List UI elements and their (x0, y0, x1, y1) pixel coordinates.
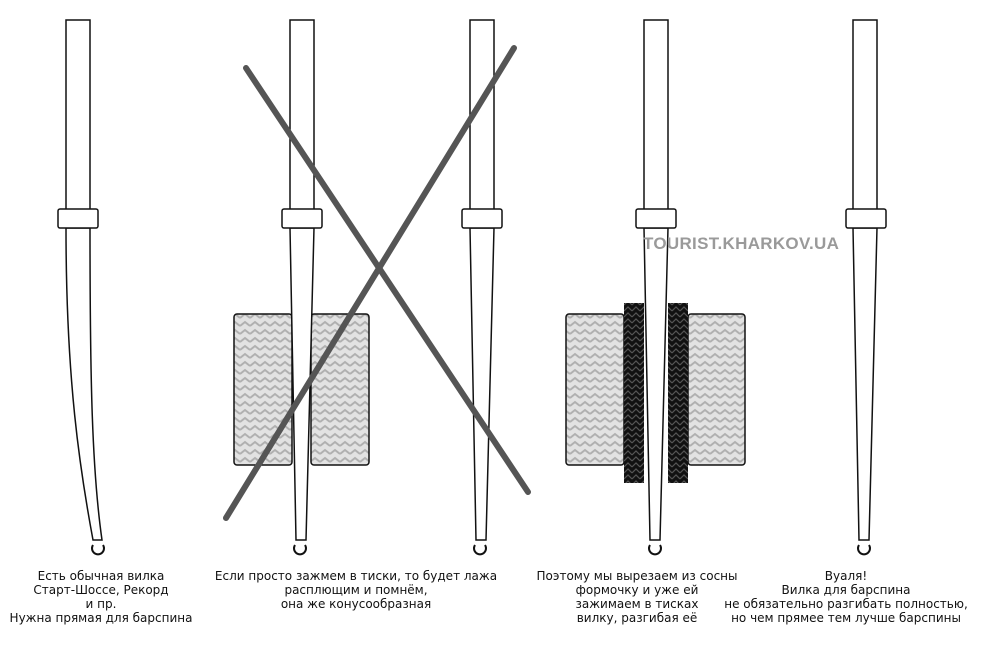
caption-original-fork: Есть обычная вилка Старт-Шоссе, Рекорд и… (10, 569, 193, 625)
pine-pad-right (668, 303, 688, 483)
caption-line: расплющим и помнём, (284, 583, 428, 597)
fork-original (57, 19, 105, 556)
caption-line: она же конусообразная (280, 597, 432, 611)
caption-result: Вуаля! Вилка для барспина не обязательно… (724, 569, 968, 625)
caption-line: Старт-Шоссе, Рекорд (33, 583, 169, 597)
fork-in-vise (281, 19, 323, 556)
caption-line: Нужна прямая для барспина (9, 611, 193, 625)
caption-wrong-way: Если просто зажмем в тиски, то будет лаж… (215, 569, 497, 611)
fork-being-straightened (635, 19, 677, 556)
vise-jaws-with-pads (565, 303, 746, 483)
pine-pad-left (624, 303, 644, 483)
caption-line: не обязательно разгибать полностью, (724, 597, 968, 611)
caption-line: Есть обычная вилка (37, 569, 165, 583)
fork-flattened (461, 19, 503, 556)
caption-line: Вуаля! (824, 569, 868, 583)
caption-line: и пр. (85, 597, 117, 611)
caption-line: Если просто зажмем в тиски, то будет лаж… (214, 569, 498, 583)
caption-line: Вилка для барспина (781, 583, 911, 597)
caption-pine-form: Поэтому мы вырезаем из сосны формочку и … (537, 569, 738, 625)
caption-line: вилку, разгибая её (576, 611, 698, 625)
caption-line: формочку и уже ей (575, 583, 699, 597)
caption-line: зажимаем в тисках (575, 597, 699, 611)
fork-straightened (845, 19, 887, 556)
watermark: TOURIST.KHARKOV.UA (643, 234, 840, 253)
caption-line: Поэтому мы вырезаем из сосны (536, 569, 738, 583)
cross-out-mark (223, 45, 531, 521)
caption-line: но чем прямее тем лучше барспины (731, 611, 961, 625)
